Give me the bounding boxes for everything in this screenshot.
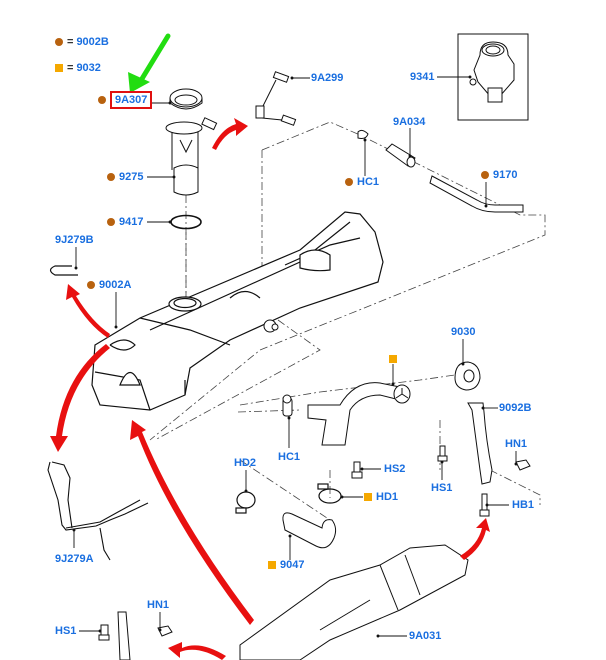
square-marker-icon — [268, 561, 276, 569]
callout-filler-square[interactable] — [389, 353, 401, 366]
dot-marker-icon — [98, 96, 106, 104]
callout-9A034[interactable]: 9A034 — [393, 116, 426, 128]
callout-9341[interactable]: 9341 — [410, 71, 435, 83]
callout-HB1[interactable]: HB1 — [512, 499, 535, 511]
dot-marker-icon — [107, 173, 115, 181]
filler-pipe-9032 — [307, 382, 411, 446]
callout-HD2[interactable]: HD2 — [234, 457, 257, 469]
callout-HD1[interactable]: HD1 — [364, 491, 398, 504]
bolt-HS1-right — [437, 445, 448, 462]
dot-marker-icon — [107, 218, 115, 226]
callout-9417[interactable]: 9417 — [107, 216, 143, 229]
highlighted-part-label: 9A307 — [110, 91, 153, 109]
fuel-tank-9002A — [91, 211, 384, 411]
callout-9J279B[interactable]: 9J279B — [55, 234, 94, 246]
callout-HS1-right[interactable]: HS1 — [431, 482, 453, 494]
square-marker-icon — [55, 64, 63, 72]
hose-9047 — [282, 512, 337, 549]
callout-HN1-right[interactable]: HN1 — [505, 438, 528, 450]
green-pointer-arrow — [128, 33, 171, 93]
callout-9A299[interactable]: 9A299 — [311, 72, 344, 84]
legend-part-number: 9032 — [76, 62, 101, 74]
legend-item-square: =9032 — [55, 62, 101, 75]
callout-HN1-left[interactable]: HN1 — [147, 599, 170, 611]
clamp-HC1-mid — [282, 394, 293, 417]
fuel-line-9J279A — [47, 461, 149, 561]
clamp-HD1 — [317, 483, 342, 504]
heat-shield-9A031 — [239, 544, 469, 660]
callout-HC1-top[interactable]: HC1 — [345, 176, 379, 189]
leader-lines — [72, 75, 518, 638]
clip-9J279B — [49, 265, 78, 276]
fuel-pump-module — [165, 88, 218, 196]
red-arrow-to-sender — [212, 118, 248, 150]
square-marker-icon — [389, 355, 397, 363]
callout-9J279A[interactable]: 9J279A — [55, 553, 94, 565]
legend-item-dot: =9002B — [55, 36, 109, 49]
callout-HC1-mid[interactable]: HC1 — [278, 451, 301, 463]
callout-HS2[interactable]: HS2 — [384, 463, 406, 475]
bracket-9092B — [467, 402, 493, 485]
legend-part-number: 9002B — [76, 36, 109, 48]
strap-lower-left — [98, 611, 173, 660]
callout-HS1-left[interactable]: HS1 — [55, 625, 77, 637]
tank-grommet — [263, 319, 279, 333]
callout-9A031[interactable]: 9A031 — [409, 630, 442, 642]
callout-9092B[interactable]: 9092B — [499, 402, 532, 414]
red-arrow-to-nut — [168, 642, 226, 660]
fuel-sender-9A299 — [255, 71, 297, 126]
callout-9275[interactable]: 9275 — [107, 171, 143, 184]
red-arrows — [50, 118, 490, 660]
dot-marker-icon — [481, 171, 489, 179]
grommet-9030 — [454, 361, 481, 391]
bolt-HS2 — [351, 461, 363, 479]
clamp-HD2 — [235, 491, 256, 514]
callout-9030[interactable]: 9030 — [451, 326, 476, 338]
nut-HN1-right — [515, 459, 531, 471]
red-arrow-to-fuel-line — [50, 344, 110, 452]
callout-9047[interactable]: 9047 — [268, 559, 304, 572]
callout-9170[interactable]: 9170 — [481, 169, 517, 182]
callout-9A307[interactable]: 9A307 — [98, 91, 153, 109]
red-arrow-to-clip — [66, 284, 110, 338]
vent-hose-group — [357, 129, 524, 213]
callout-9002A[interactable]: 9002A — [87, 279, 131, 292]
red-arrow-large — [130, 420, 254, 625]
bolt-HB1 — [479, 493, 490, 517]
dot-marker-icon — [345, 178, 353, 186]
dot-marker-icon — [55, 38, 63, 46]
red-arrow-to-bracket — [460, 518, 490, 560]
square-marker-icon — [364, 493, 372, 501]
dot-marker-icon — [87, 281, 95, 289]
